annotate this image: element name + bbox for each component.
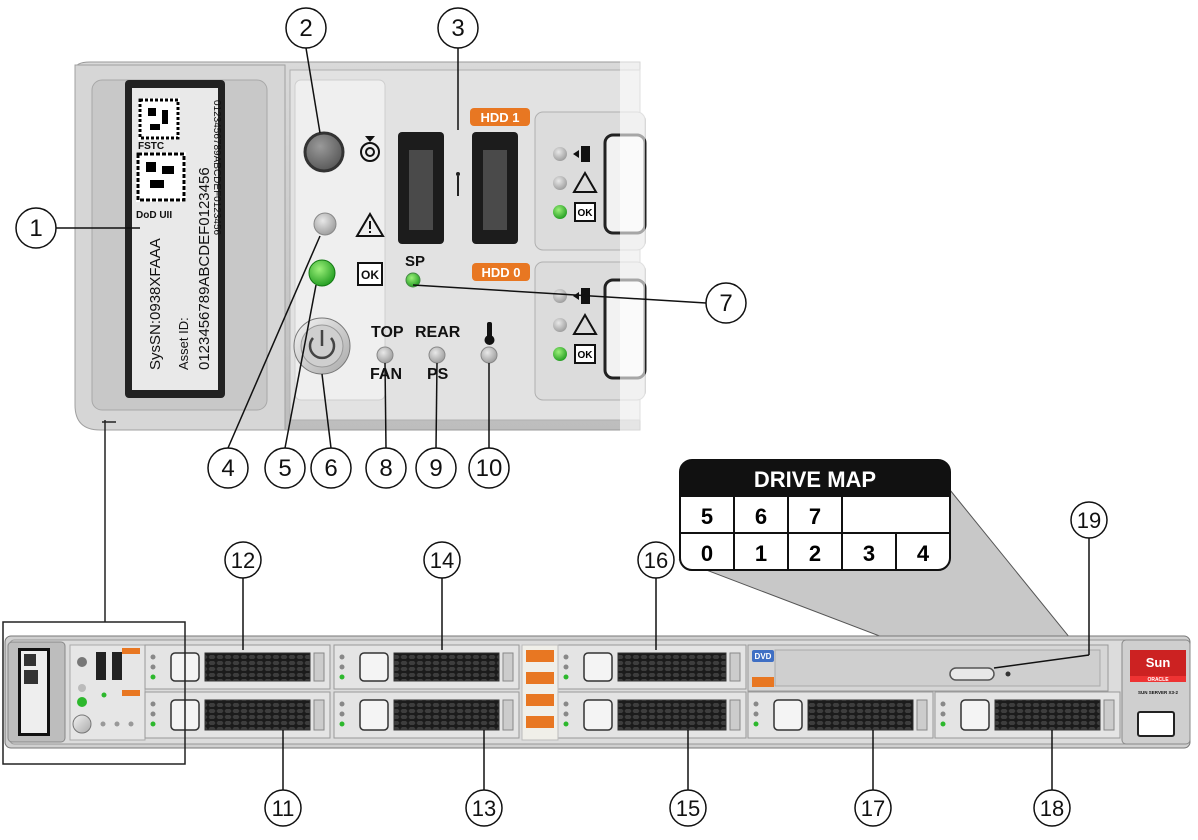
- sp-ok-led: [405, 272, 421, 288]
- drive-bays: [144, 644, 1121, 739]
- svg-text:OK: OK: [578, 208, 594, 219]
- drive-map-cell: 2: [809, 541, 821, 566]
- callout-number: 18: [1040, 796, 1064, 821]
- top-fan-led: [376, 346, 394, 364]
- callout-15: 15: [669, 730, 707, 827]
- qr-code-icon: [138, 98, 180, 140]
- tag-barcode-right: 0123456789ABCDEF0123456: [211, 100, 222, 236]
- drive-bay[interactable]: [747, 691, 934, 739]
- callout-number: 8: [379, 455, 392, 482]
- drive-bay[interactable]: [934, 691, 1121, 739]
- callout-4: 4: [207, 235, 321, 489]
- service-required-led: [313, 212, 337, 236]
- server-chassis: DVD Sun ORACLE SUN SERVER X3-2: [4, 635, 1191, 749]
- drive-map-cell: 0: [701, 541, 713, 566]
- callout-number: 10: [476, 455, 503, 482]
- callout-number: 15: [676, 796, 700, 821]
- callout-5: 5: [264, 284, 317, 489]
- callout-14: 14: [423, 541, 461, 650]
- drive-map-cell: 4: [917, 541, 930, 566]
- callout-13: 13: [465, 730, 503, 827]
- callout-12: 12: [224, 541, 262, 650]
- qr-code-icon: [136, 152, 186, 202]
- callout-10: 10: [468, 363, 510, 489]
- callout-number: 16: [644, 548, 668, 573]
- drive-map-cell: 6: [755, 504, 767, 529]
- callout-number: 17: [861, 796, 885, 821]
- callout-number: 13: [472, 796, 496, 821]
- tag-fstc: FSTC: [138, 141, 164, 152]
- ok-label: OK: [361, 268, 379, 282]
- rear-label: REAR: [415, 324, 461, 341]
- drive-bay[interactable]: [333, 691, 520, 739]
- callout-3: 3: [437, 7, 479, 130]
- hdd1-label: HDD 1: [480, 110, 519, 125]
- temperature-led: [480, 346, 498, 364]
- callout-8: 8: [365, 362, 407, 489]
- drive-status-leds: OK OK: [553, 146, 598, 364]
- callout-number: 19: [1077, 508, 1101, 533]
- callout-number: 5: [278, 455, 291, 482]
- thermometer-icon: [484, 322, 495, 345]
- callout-9: 9: [415, 362, 457, 489]
- usb-icon: [456, 172, 460, 196]
- drive-map-cell: 7: [809, 504, 821, 529]
- drive-map-cell: 3: [863, 541, 875, 566]
- callout-number: 7: [719, 290, 732, 317]
- zoomed-front-panel: FSTC DoD UII SysSN:0938XFAAA Asset ID: 0…: [74, 60, 647, 435]
- hdd0-label: HDD 0: [481, 265, 520, 280]
- callout-16: 16: [637, 541, 675, 650]
- ps-label: PS: [427, 366, 449, 383]
- callout-number: 4: [221, 455, 234, 482]
- callout-number: 6: [324, 455, 337, 482]
- sp-label: SP: [405, 253, 425, 270]
- drive-map-cell: 5: [701, 504, 713, 529]
- callout-6: 6: [310, 373, 352, 489]
- power-icon: [308, 330, 336, 360]
- drive-bay[interactable]: [144, 644, 331, 690]
- dvd-label: DVD: [755, 652, 772, 661]
- rear-ps-led: [428, 346, 446, 364]
- callout-18: 18: [1033, 730, 1071, 827]
- locator-icon: [360, 136, 380, 162]
- drive-bay[interactable]: [557, 691, 747, 739]
- drive-bay[interactable]: [333, 644, 520, 690]
- drive-map-cell: 1: [755, 541, 767, 566]
- oracle-logo: ORACLE: [1147, 677, 1169, 683]
- focus-box: [2, 621, 186, 765]
- dvd-eject-button[interactable]: [949, 667, 995, 681]
- callout-17: 17: [854, 730, 892, 827]
- tag-syssn: SysSN:0938XFAAA: [147, 238, 164, 370]
- callout-number: 9: [429, 455, 442, 482]
- svg-text:OK: OK: [578, 350, 594, 361]
- locator-button[interactable]: [303, 131, 345, 173]
- sun-logo: Sun: [1146, 655, 1171, 670]
- drive-bay[interactable]: [144, 691, 331, 739]
- callout-number: 2: [299, 15, 312, 42]
- power-ok-led: [308, 259, 336, 287]
- callout-2: 2: [285, 7, 327, 134]
- callout-number: 12: [231, 548, 255, 573]
- top-label: TOP: [371, 324, 404, 341]
- ok-icon: [357, 262, 383, 286]
- callout-19: 19: [1070, 501, 1108, 655]
- callout-1: 1: [15, 207, 140, 249]
- callout-number: 11: [272, 796, 295, 821]
- tag-asset-label: Asset ID:: [176, 317, 191, 370]
- warning-icon: [355, 212, 385, 237]
- model-label: SUN SERVER X3-2: [1138, 690, 1178, 695]
- callout-7: 7: [412, 282, 747, 324]
- callout-number: 3: [451, 15, 464, 42]
- fan-label: FAN: [370, 366, 402, 383]
- drive-bay[interactable]: [557, 644, 747, 690]
- callout-number: 1: [29, 215, 42, 242]
- tag-asset-id: 0123456789ABCDEF0123456: [196, 167, 213, 370]
- drive-map-title: DRIVE MAP: [754, 467, 876, 492]
- callout-11: 11: [264, 730, 302, 827]
- callout-number: 14: [430, 548, 454, 573]
- tag-dod: DoD UII: [136, 210, 172, 221]
